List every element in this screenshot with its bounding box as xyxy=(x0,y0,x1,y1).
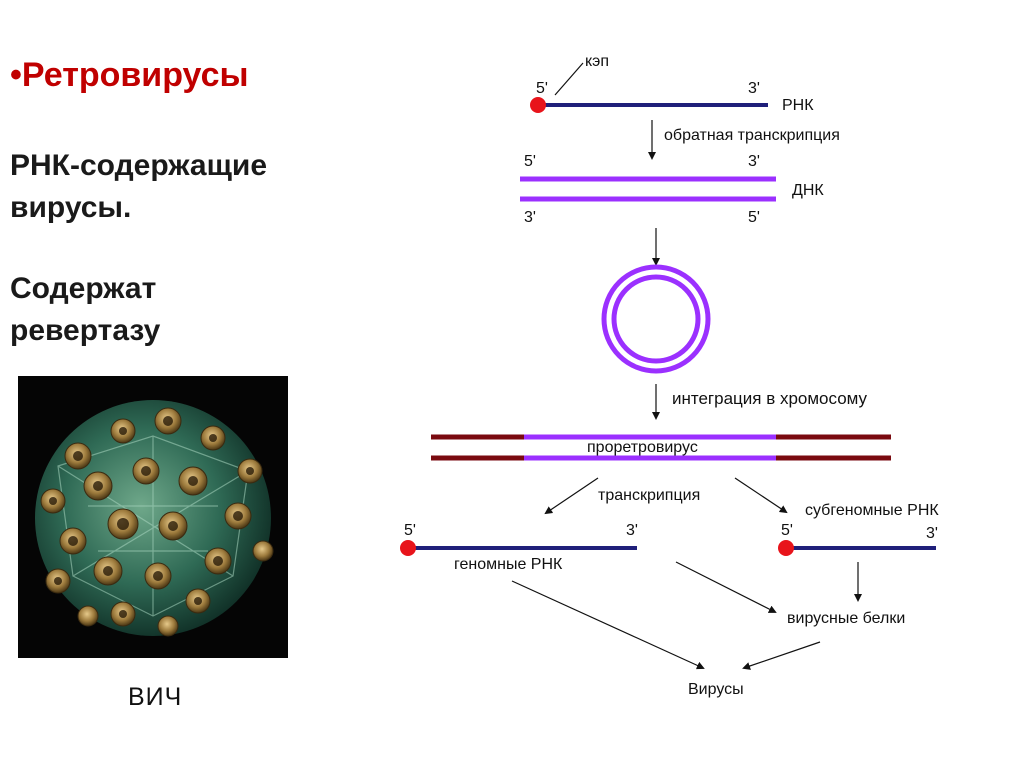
genomic-5-label: 5' xyxy=(404,522,416,539)
title-text: Ретровирусы xyxy=(21,56,249,94)
proteins-to-viruses-arrow xyxy=(742,641,821,670)
genomic-3-label: 3' xyxy=(626,522,638,539)
description-line-4: ревертазу xyxy=(10,314,161,347)
title-bullet: • xyxy=(10,56,22,94)
description-line-3: Содержат xyxy=(10,272,157,305)
viral-proteins-label: вирусные белки xyxy=(787,610,905,627)
cap-pointer-line xyxy=(554,62,584,96)
genomic-rna-cap-dot xyxy=(400,540,416,556)
subgenomic-5-label: 5' xyxy=(781,522,793,539)
subgenomic-rna-label: субгеномные РНК xyxy=(805,502,939,519)
subgenomic-3-label: 3' xyxy=(926,525,938,542)
hiv-virus-illustration xyxy=(18,376,288,658)
rna-cap-dot xyxy=(530,97,546,113)
description-line-1: РНК-содержащие xyxy=(10,149,268,182)
genomic-to-viruses-arrow xyxy=(511,580,705,670)
hiv-caption: ВИЧ xyxy=(128,683,183,711)
rna-5-label: 5' xyxy=(536,80,548,97)
genomic-rna-label: геномные РНК xyxy=(454,556,563,573)
dna-bottom-3-label: 3' xyxy=(524,209,536,226)
dna-bottom-5-label: 5' xyxy=(748,209,760,226)
cap-label: кэп xyxy=(585,53,609,70)
reverse-transcription-label: обратная транскрипция xyxy=(664,127,840,144)
circular-dna-outer xyxy=(601,264,711,374)
rna-3-label: 3' xyxy=(748,80,760,97)
circular-dna-inner xyxy=(611,274,701,364)
transcription-arrow-right xyxy=(734,477,788,514)
transcription-arrow-left xyxy=(544,477,599,515)
subgenomic-rna-cap-dot xyxy=(778,540,794,556)
description-line-2: вирусы. xyxy=(10,191,132,224)
description-revertase: Содержат ревертазу xyxy=(10,268,160,352)
viruses-label: Вирусы xyxy=(688,681,744,698)
genomic-to-proteins-arrow xyxy=(675,561,777,613)
slide-title: •Ретровирусы xyxy=(10,56,249,95)
integration-label: интеграция в хромосому xyxy=(672,389,868,408)
dna-top-5-label: 5' xyxy=(524,153,536,170)
provirus-label: проретровирус xyxy=(587,439,698,456)
description-rna-viruses: РНК-содержащие вирусы. xyxy=(10,145,267,229)
transcription-label: транскрипция xyxy=(598,487,700,504)
hiv-virus-image xyxy=(18,376,288,658)
dna-label: ДНК xyxy=(792,182,824,199)
dna-top-3-label: 3' xyxy=(748,153,760,170)
rna-label: РНК xyxy=(782,97,814,114)
